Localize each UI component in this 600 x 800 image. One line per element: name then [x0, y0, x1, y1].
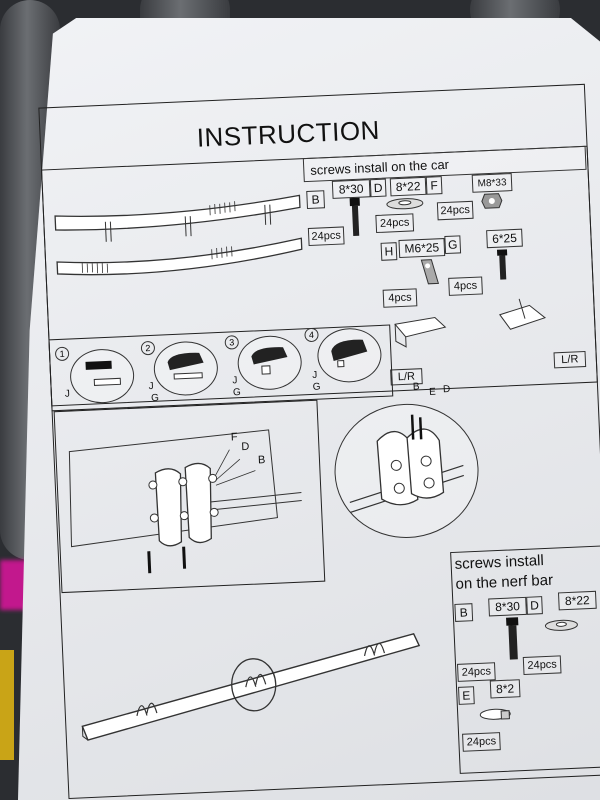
part-h-label: H [380, 242, 398, 261]
detail-zoom-label-b: B [412, 381, 420, 393]
bracket-right-drawing [498, 298, 547, 330]
part-d-label: D [369, 178, 387, 198]
nerf-bolt-b-drawing [506, 617, 519, 660]
washer-d-drawing [386, 198, 424, 210]
detail-zoom-label-e: E [428, 386, 437, 398]
step-1-drawing [85, 360, 122, 386]
nerf-part-e-size: 8*2 [489, 679, 521, 699]
bracket-h-drawing [420, 259, 440, 285]
detail-zoom-drawing [349, 414, 464, 513]
nerf-part-b-label: B [454, 603, 474, 622]
step-1-label-j: J [64, 388, 71, 400]
part-h-size: M6*25 [398, 238, 446, 259]
detail-left-label-d: D [241, 440, 250, 454]
part-d-quantity: 24pcs [375, 213, 415, 234]
part-f-label: F [425, 176, 443, 195]
bracket-left-drawing [394, 317, 447, 348]
step-3-label-g: G [232, 387, 241, 399]
nerf-washer-d-drawing [544, 619, 578, 631]
bolt-b-drawing [349, 197, 360, 237]
nerf-part-d-quantity: 24pcs [522, 655, 562, 676]
detail-zoom-label-d: D [442, 383, 451, 396]
detail-left-label-f: F [230, 431, 238, 444]
nerf-bar-bottom-drawing [81, 632, 421, 741]
nerf-part-e-quantity: 24pcs [462, 732, 501, 752]
part-g-size: 6*25 [486, 228, 523, 249]
nerf-part-b-size: 8*30 [488, 596, 527, 617]
car-screws-heading: screws install on the car [309, 156, 450, 178]
bolt-g-drawing [496, 249, 508, 280]
step-2-label-j: J [148, 380, 154, 393]
part-b-label: B [306, 190, 326, 210]
step-3-drawing [251, 347, 288, 375]
bracket-right-label: L/R [553, 351, 587, 369]
step-3-label-j: J [232, 375, 238, 387]
step-2-label-g: G [150, 392, 160, 404]
part-b-quantity: 24pcs [307, 226, 345, 246]
part-h-quantity: 4pcs [382, 288, 418, 308]
detail-left-drawing [68, 429, 302, 574]
nerf-part-b-quantity: 24pcs [457, 662, 496, 682]
part-b-size: 8*30 [331, 179, 371, 199]
nerf-spacer-e-drawing [479, 708, 511, 720]
step-4-drawing [331, 339, 368, 368]
nerf-part-d-label: D [526, 596, 543, 615]
step-2-drawing [167, 352, 204, 380]
part-f-size: M8*33 [471, 173, 513, 193]
instruction-document: INSTRUCTION screws install on the car B … [30, 76, 600, 799]
detail-left-label-b: B [257, 454, 266, 467]
part-g-quantity: 4pcs [448, 276, 483, 296]
part-d-size: 8*22 [389, 176, 427, 197]
background-yellow-object [0, 650, 14, 760]
nerf-part-d-size: 8*22 [557, 590, 597, 611]
nut-f-drawing [481, 193, 503, 209]
step-4-label-j: J [312, 369, 318, 381]
part-f-quantity: 24pcs [436, 200, 474, 221]
nerf-bar-overview-drawing [54, 194, 303, 276]
part-g-label: G [444, 235, 462, 255]
step-4-label-g: G [312, 381, 321, 393]
nerf-part-e-label: E [458, 686, 475, 705]
